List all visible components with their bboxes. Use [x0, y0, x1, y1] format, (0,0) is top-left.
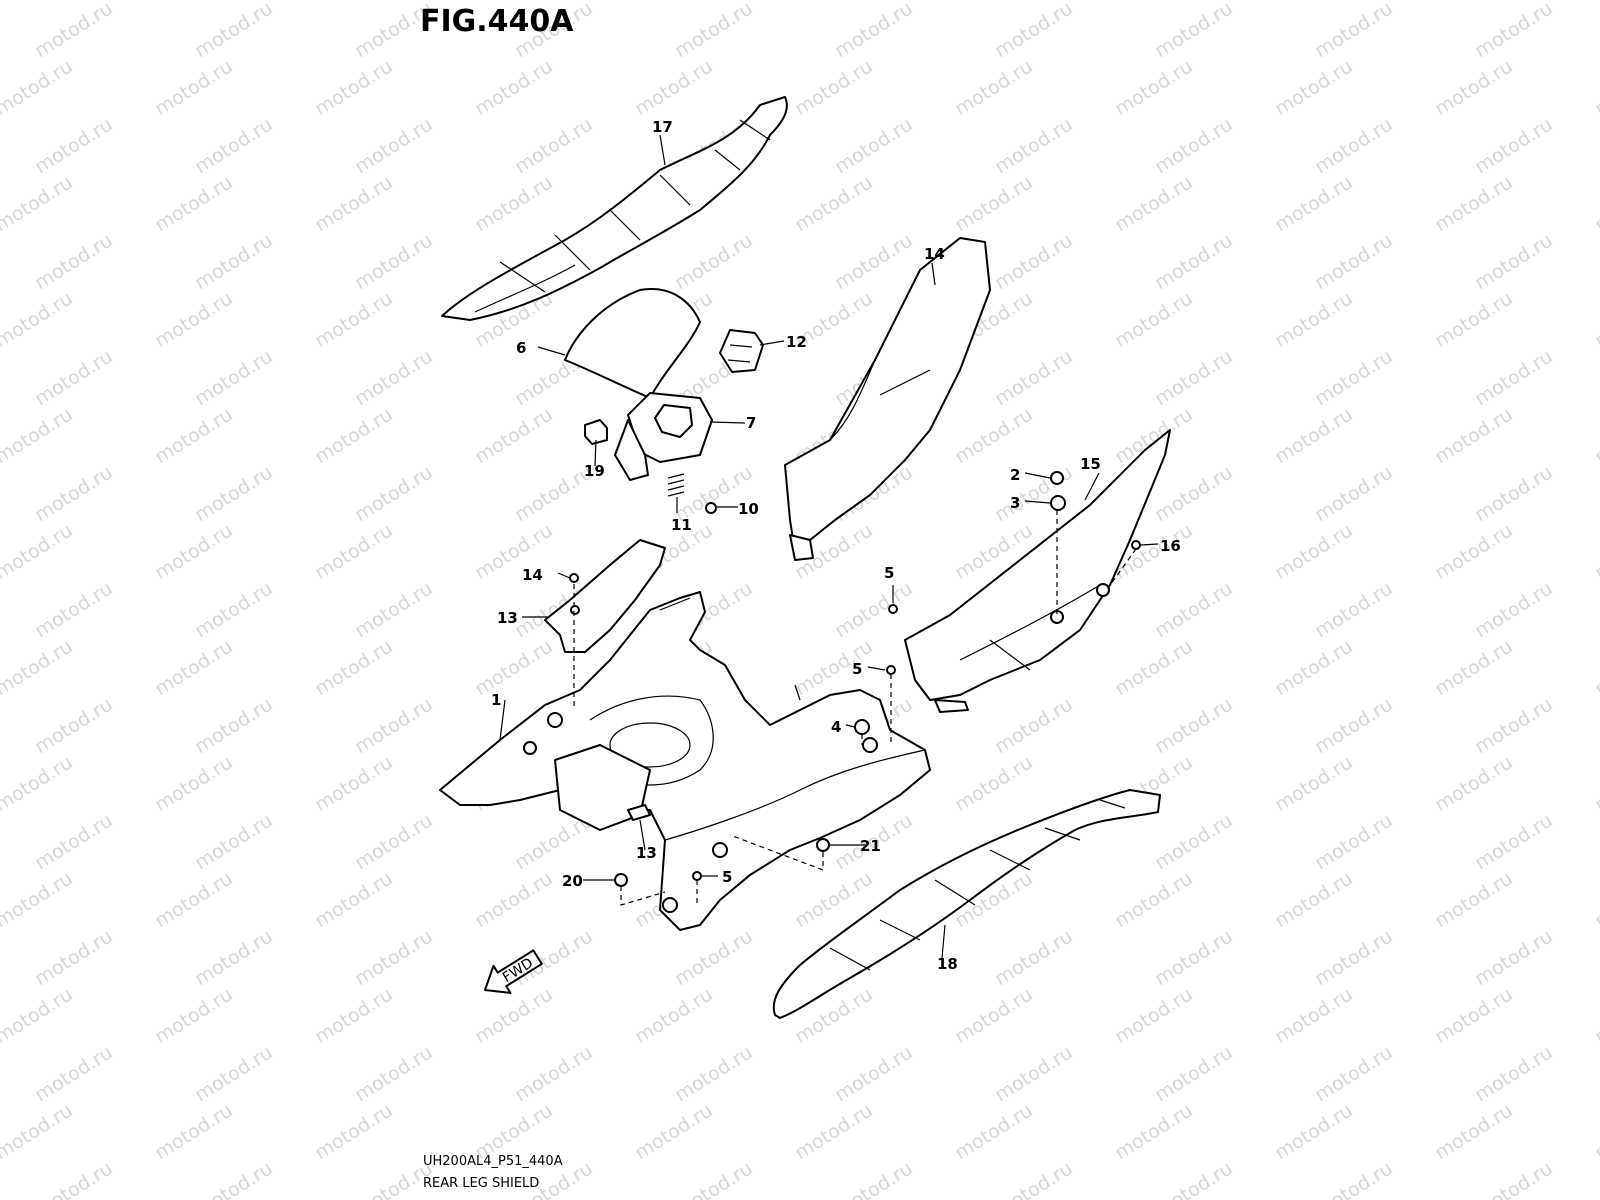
- callout-7: 7: [746, 414, 756, 432]
- part-9-spring: [667, 473, 685, 497]
- fastener-2: [1050, 471, 1064, 485]
- part-15-side-panel: [904, 429, 1171, 713]
- part-19-block: [584, 419, 608, 445]
- figure-code: UH200AL4_P51_440A: [423, 1154, 563, 1169]
- fastener-20: [614, 873, 628, 887]
- leader-lines: [499, 134, 1159, 959]
- forward-arrow: FWD: [484, 949, 543, 994]
- callout-2: 2: [1010, 466, 1020, 484]
- fastener-5b: [886, 665, 896, 675]
- callout-12: 14: [522, 566, 543, 584]
- callout-21: 21: [860, 837, 881, 855]
- callout-16: 16: [1160, 537, 1181, 555]
- callout-4: 4: [831, 718, 841, 736]
- fastener-4: [854, 719, 870, 735]
- callout-13: 13: [636, 844, 657, 862]
- fastener-16: [1131, 540, 1141, 550]
- figure-name: REAR LEG SHIELD: [423, 1176, 540, 1191]
- callout-5-middle: 5: [852, 660, 862, 678]
- callout-5-lower: 5: [722, 868, 732, 886]
- callout-6: 6: [516, 339, 526, 357]
- part-1-rear-leg-shield: [439, 591, 931, 931]
- part-10-switch: [719, 329, 764, 373]
- callout-1: 1: [491, 691, 501, 709]
- part-18-floor-mat-lower: [772, 789, 1161, 1019]
- part-6-lid: [564, 288, 701, 399]
- part-13-clip: [627, 804, 651, 821]
- callout-8: 10: [738, 500, 759, 518]
- callout-11: 13: [497, 609, 518, 627]
- fastener-5a: [888, 604, 898, 614]
- fastener-21: [816, 838, 830, 852]
- callout-18: 18: [937, 955, 958, 973]
- fastener-3: [1050, 495, 1066, 511]
- part-8-screw: [705, 502, 717, 514]
- fastener-5c: [692, 871, 702, 881]
- callout-20: 20: [562, 872, 583, 890]
- callout-9: 11: [671, 516, 692, 534]
- callout-19: 19: [584, 462, 605, 480]
- callout-3: 3: [1010, 494, 1020, 512]
- callout-15: 15: [1080, 455, 1101, 473]
- part-11-bracket: [544, 539, 666, 653]
- callout-14: 14: [924, 245, 945, 263]
- part-14-side-panel: [784, 237, 991, 561]
- callout-17: 17: [652, 118, 673, 136]
- callout-10: 12: [786, 333, 807, 351]
- fastener-12: [569, 573, 579, 583]
- part-17-floor-mat-upper: [441, 96, 788, 321]
- callout-numbers: 17 6 12 7 19 11 10 14 2 3 15 16 5 5 4 14…: [491, 118, 1181, 973]
- callout-5-upper: 5: [884, 564, 894, 582]
- figure-title: FIG.440A: [420, 4, 574, 39]
- part-7-lock-housing: [614, 392, 713, 481]
